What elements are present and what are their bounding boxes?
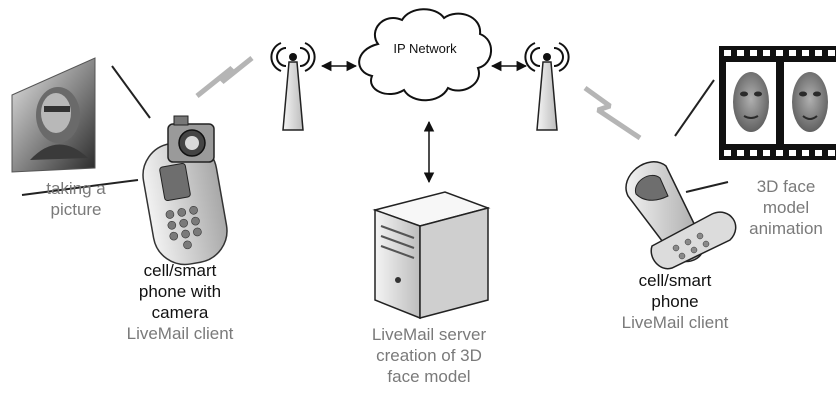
animation-line-top (674, 79, 715, 137)
camera-phone-icon (142, 115, 228, 266)
left-client-label: cell/smart phone with camera LiveMail cl… (110, 260, 250, 344)
server-line-1: LiveMail server (371, 325, 487, 344)
captured-photo-image (11, 57, 96, 173)
face-animation-film-strip (719, 46, 836, 160)
capture-line-top (111, 65, 151, 119)
animation-line-bottom (685, 181, 729, 193)
flip-phone-icon (625, 161, 737, 270)
left-device-line-2: phone with (138, 282, 222, 301)
ip-network-label: IP Network (393, 41, 457, 56)
left-client-role: LiveMail client (126, 324, 234, 343)
left-device-line-1: cell/smart (143, 261, 217, 280)
server-line-2: creation of 3D (376, 346, 482, 365)
wireless-signal-right-icon (583, 85, 642, 141)
right-device-line-1: cell/smart (638, 271, 712, 290)
left-device-line-3: camera (151, 303, 209, 322)
server-line-3: face model (387, 367, 471, 386)
antenna-tower-right-icon (524, 42, 570, 131)
face-animation-line-2: model (762, 198, 810, 217)
taking-picture-label: taking a picture (20, 178, 132, 220)
right-client-label: cell/smart phone LiveMail client (605, 270, 745, 333)
face-animation-label: 3D face model animation (736, 176, 836, 239)
right-device-line-2: phone (651, 292, 699, 311)
ip-network-cloud-icon (358, 8, 492, 102)
face-animation-line-3: animation (749, 219, 823, 238)
taking-picture-line-2: picture (50, 200, 102, 219)
face-animation-line-1: 3D face (756, 177, 816, 196)
server-tower-icon (372, 191, 491, 320)
server-label: LiveMail server creation of 3D face mode… (344, 324, 514, 387)
taking-picture-line-1: taking a (46, 179, 106, 198)
antenna-tower-left-icon (270, 42, 316, 131)
right-client-role: LiveMail client (621, 313, 729, 332)
capture-line-bottom (21, 179, 139, 196)
wireless-signal-left-icon (195, 56, 254, 98)
